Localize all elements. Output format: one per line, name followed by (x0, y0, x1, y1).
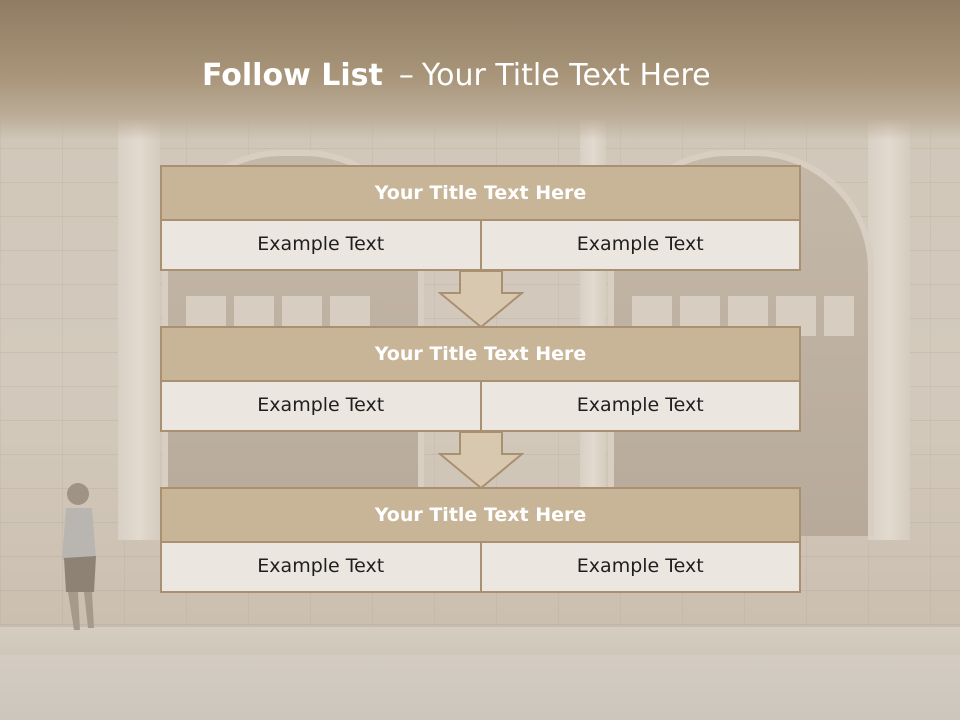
slide-title[interactable]: Follow List–Your Title Text Here (202, 52, 711, 100)
title-bold-part: Follow List (202, 58, 383, 93)
down-arrow-icon (438, 432, 524, 490)
down-arrow-icon (438, 271, 524, 329)
background-pillar (868, 120, 910, 540)
background-pillar (118, 120, 160, 540)
block-title[interactable]: Your Title Text Here (160, 165, 801, 221)
title-rest-part: Your Title Text Here (421, 58, 711, 93)
block-right-text[interactable]: Example Text (479, 382, 801, 432)
title-separator: – (398, 58, 414, 93)
block-right-text[interactable]: Example Text (479, 221, 801, 271)
follow-block-2: Your Title Text Here Example Text Exampl… (160, 326, 801, 432)
follow-block-1: Your Title Text Here Example Text Exampl… (160, 165, 801, 271)
follow-block-3: Your Title Text Here Example Text Exampl… (160, 487, 801, 593)
block-left-text[interactable]: Example Text (160, 543, 482, 593)
block-left-text[interactable]: Example Text (160, 221, 482, 271)
block-right-text[interactable]: Example Text (479, 543, 801, 593)
block-left-text[interactable]: Example Text (160, 382, 482, 432)
background-child-figure (62, 483, 96, 630)
block-row: Example Text Example Text (160, 382, 801, 432)
block-title[interactable]: Your Title Text Here (160, 487, 801, 543)
block-row: Example Text Example Text (160, 543, 801, 593)
block-row: Example Text Example Text (160, 221, 801, 271)
background-road (0, 655, 960, 720)
header-band (0, 0, 960, 140)
background-sidewalk (0, 625, 960, 657)
block-title[interactable]: Your Title Text Here (160, 326, 801, 382)
